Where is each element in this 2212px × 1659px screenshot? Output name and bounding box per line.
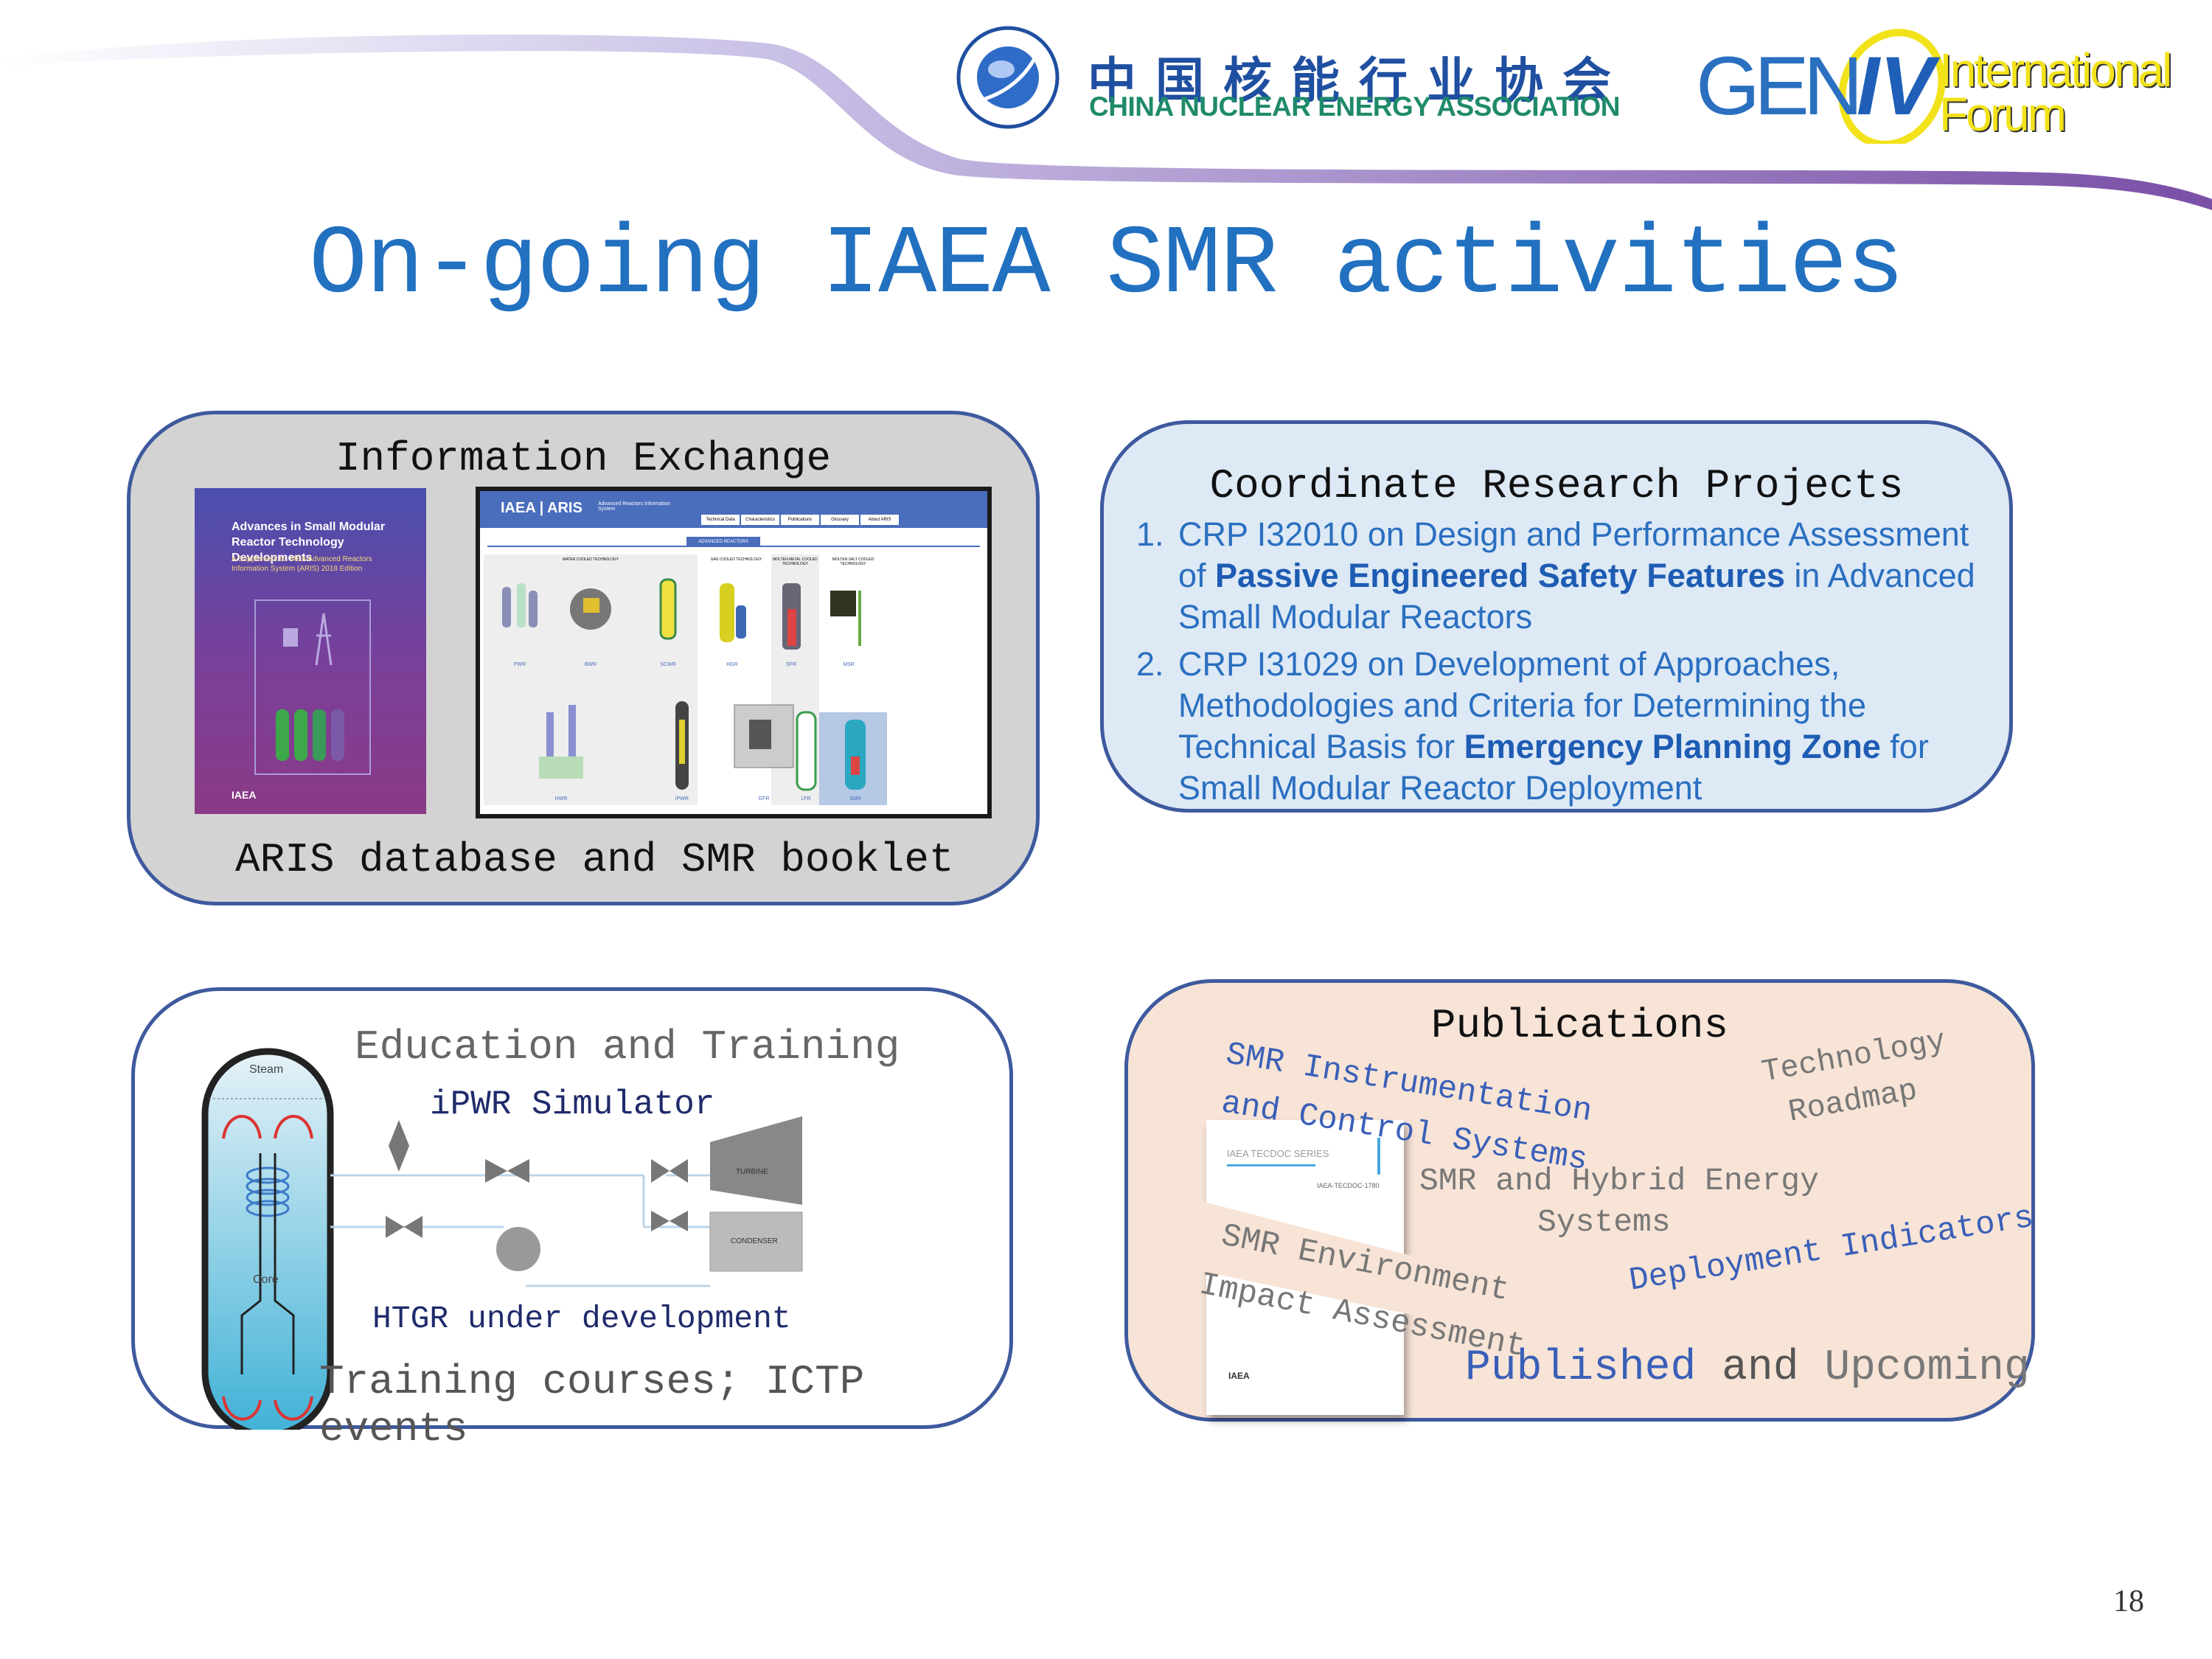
aris-database-screenshot: IAEA | ARIS Advanced Reactors Informatio…	[476, 487, 992, 818]
aris-reactor-label[interactable]: SCWR	[660, 662, 676, 667]
steam-label: Steam	[249, 1063, 284, 1076]
header-swoosh	[0, 34, 2212, 210]
valve-icon	[485, 1159, 529, 1183]
reactor-icon	[830, 591, 861, 646]
aris-reactor-label[interactable]: SFR	[786, 662, 796, 667]
page-number: 18	[2113, 1585, 2144, 1618]
condenser-label: CONDENSER	[731, 1237, 778, 1245]
education-training-panel: Steam Core TURBINE CONDENSER Education a…	[131, 987, 1013, 1453]
aris-tabs: Technical Data Characteristics Publicati…	[701, 515, 899, 525]
reactor-icon	[659, 578, 677, 640]
aris-group-label: WATER COOLED TECHNOLOGY	[562, 557, 619, 562]
reactor-icon	[675, 701, 689, 790]
aris-tab[interactable]: Characteristics	[741, 515, 779, 525]
cover-series: IAEA TECDOC SERIES	[1227, 1148, 1329, 1159]
publications-panel: Publications IAEA TECDOC SERIES IAEA-TEC…	[1124, 979, 2037, 1422]
panel-title: Publications	[1430, 1002, 1729, 1049]
cover-publisher: IAEA	[1228, 1371, 1250, 1381]
steam-generator-coil-icon	[246, 1166, 290, 1217]
aris-tab[interactable]: Glossary	[821, 515, 859, 525]
cover-rule	[1227, 1164, 1315, 1166]
aris-reactor-label[interactable]: PWR	[513, 662, 526, 667]
reactor-icon	[845, 720, 866, 790]
cover-bar	[1377, 1138, 1380, 1175]
ipwr-simulator-label: iPWR Simulator	[430, 1085, 715, 1124]
crp-item-2: 2. CRP I31029 on Development of Approach…	[1136, 645, 1929, 807]
valve-icon	[386, 1216, 422, 1238]
reactor-icon	[502, 583, 538, 627]
reactor-icon	[570, 588, 611, 630]
turbine-label: TURBINE	[736, 1168, 768, 1176]
reactor-icon	[796, 711, 817, 791]
booklet-title: Advances in Small Modular Reactor Techno…	[232, 521, 386, 564]
booklet-subtitle: A Supplement to: IAEA Advanced Reactors …	[232, 555, 372, 573]
cnea-english-name: CHINA NUCLEAR ENERGY ASSOCIATION	[1089, 91, 1620, 122]
htgr-label: HTGR under development	[372, 1301, 791, 1337]
aris-tab[interactable]: Publications	[781, 515, 819, 525]
aris-section-tab[interactable]: ADVANCED REACTORS	[686, 537, 760, 547]
valve-icon	[651, 1159, 688, 1183]
core-label: Core	[253, 1273, 279, 1286]
aris-group-label: GAS COOLED TECHNOLOGY	[710, 557, 762, 562]
relief-valve-icon	[389, 1120, 409, 1172]
reactor-vessel-icon	[201, 1048, 334, 1430]
aris-reactor-label[interactable]: iPWR	[675, 796, 689, 801]
aris-reactor-label[interactable]: MSR	[843, 662, 855, 667]
turbine-icon	[710, 1116, 802, 1205]
cnea-logo	[956, 25, 1060, 130]
cover-number: IAEA-TECDOC-1780	[1317, 1182, 1380, 1189]
published-upcoming-label: Published and Upcoming	[1465, 1344, 2030, 1392]
cover-band	[1198, 1200, 1482, 1329]
pump-icon	[496, 1227, 540, 1271]
panel-title: Information Exchange	[335, 435, 832, 482]
information-exchange-panel: Information Exchange Advances in Small M…	[127, 411, 1040, 905]
aris-reactor-label[interactable]: SMR	[849, 796, 861, 801]
flow-arrow-icon	[222, 1115, 313, 1139]
panel-title: Education and Training	[355, 1023, 900, 1071]
topic-hybrid-line2: Systems	[1537, 1204, 1671, 1240]
aris-reactor-label[interactable]: HGR	[726, 662, 738, 667]
reactor-icon	[734, 704, 794, 768]
reactor-icon	[539, 705, 583, 779]
booklet-publisher: IAEA	[232, 789, 257, 801]
coordinate-research-projects-panel: Coordinate Research Projects 1. CRP I320…	[1100, 420, 2013, 813]
aris-reactor-label[interactable]: GFR	[758, 796, 770, 801]
aris-brand-sub: Advanced Reactors Information System	[598, 501, 671, 512]
valve-icon	[651, 1211, 688, 1231]
gen-iv-forum-logo: GEN IV International Forum	[1693, 22, 2194, 144]
gif-orbit-icon	[1838, 29, 1946, 144]
info-exchange-caption: ARIS database and SMR booklet	[235, 836, 954, 883]
aris-reactor-label[interactable]: BWR	[584, 662, 597, 667]
aris-tab[interactable]: About ARIS	[860, 515, 899, 525]
aris-reactor-label[interactable]: HWR	[554, 796, 568, 801]
reactor-icon	[782, 583, 801, 650]
panel-title: Coordinate Research Projects	[1209, 462, 1904, 509]
page-title: On-going IAEA SMR activities	[309, 210, 1905, 321]
aris-reactor-thumbnails	[502, 578, 866, 791]
smr-booklet-cover: Advances in Small Modular Reactor Techno…	[195, 488, 426, 814]
reactor-icon	[720, 583, 746, 642]
aris-group-label: MOLTEN SALT COOLED TECHNOLOGY	[832, 557, 874, 566]
training-courses-label: Training courses; ICTP events	[319, 1358, 865, 1453]
topic-deployment: Deployment Indicators	[1627, 1199, 2037, 1300]
aris-reactor-label[interactable]: LFR	[801, 796, 811, 801]
cnea-chinese-name: 中国核能行业协会	[1088, 52, 1630, 109]
booklet-reactor-illustration	[254, 599, 371, 775]
ipwr-simulator-diagram	[201, 1048, 803, 1430]
flow-arrow-icon	[222, 1396, 313, 1421]
aris-tab[interactable]: Technical Data	[701, 515, 740, 525]
topic-hybrid-line1: SMR and Hybrid Energy	[1419, 1163, 1819, 1199]
crp-item-1: 1. CRP I32010 on Design and Performance …	[1136, 515, 1975, 636]
aris-group-label: MOLTEN METAL COOLED TECHNOLOGY	[773, 557, 818, 566]
condenser-icon	[709, 1211, 803, 1272]
aris-brand: IAEA | ARIS	[501, 500, 582, 516]
cnea-emblem-icon	[956, 26, 1060, 129]
aris-header: IAEA | ARIS Advanced Reactors Informatio…	[480, 491, 987, 528]
